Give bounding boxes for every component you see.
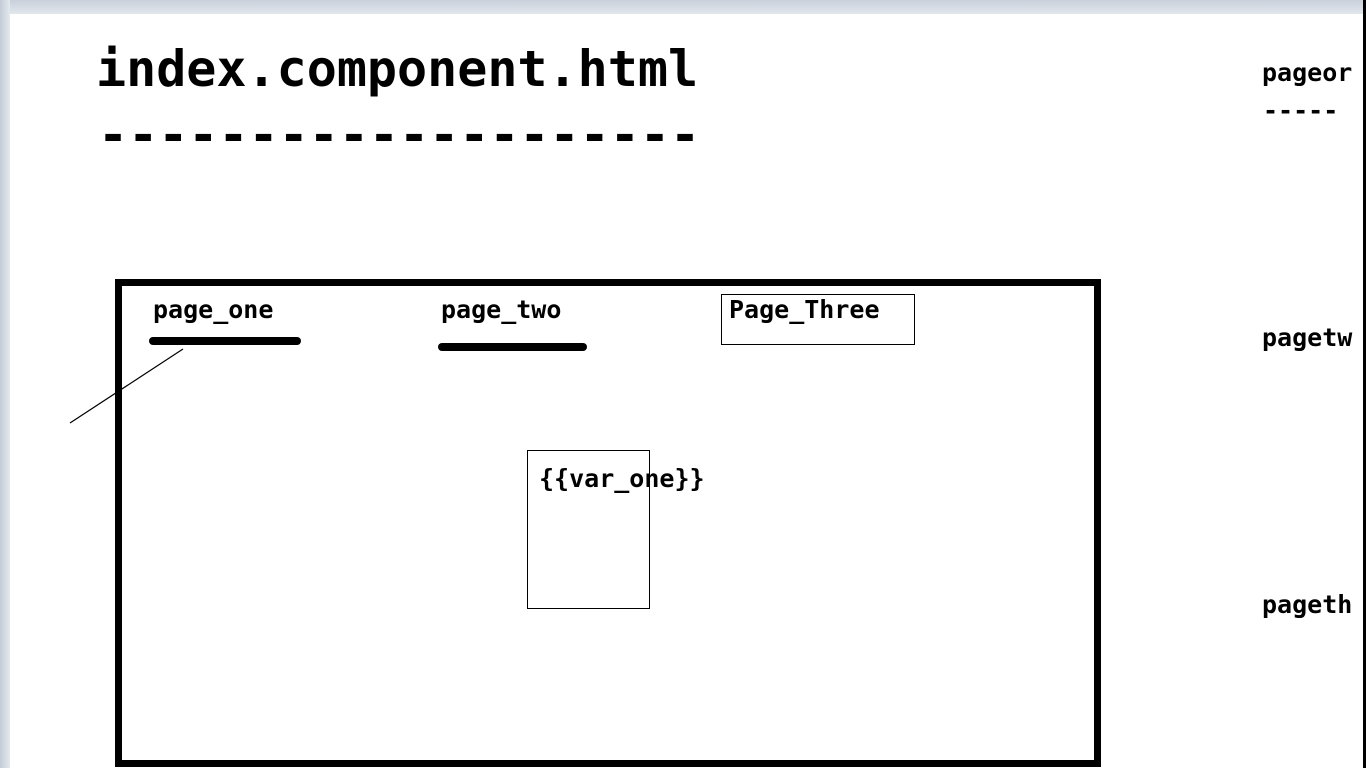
drawing-page [10,14,1366,768]
side-label-page-one-underline: ----- [1263,96,1339,125]
nav-link-page-one[interactable]: page_one [153,295,274,324]
content-outlet-box [527,450,650,609]
file-title: index.component.html [96,40,699,98]
side-label-page-three: pageth [1262,590,1353,619]
window-top-edge [0,0,1366,18]
right-edge-border [1363,0,1366,768]
side-label-page-two: pagetw [1262,323,1353,352]
side-label-page-one: pageor [1262,58,1353,87]
page-three-box [721,294,915,345]
var-one-placeholder: {{var_one}} [539,464,705,493]
window-left-edge [0,0,10,768]
nav-link-page-three[interactable]: Page_Three [729,295,880,324]
file-title-underline: -------------------- [98,106,701,164]
page-two-underline [438,343,587,351]
page-one-underline [149,337,301,345]
component-frame [115,279,1101,767]
nav-link-page-two[interactable]: page_two [441,295,562,324]
